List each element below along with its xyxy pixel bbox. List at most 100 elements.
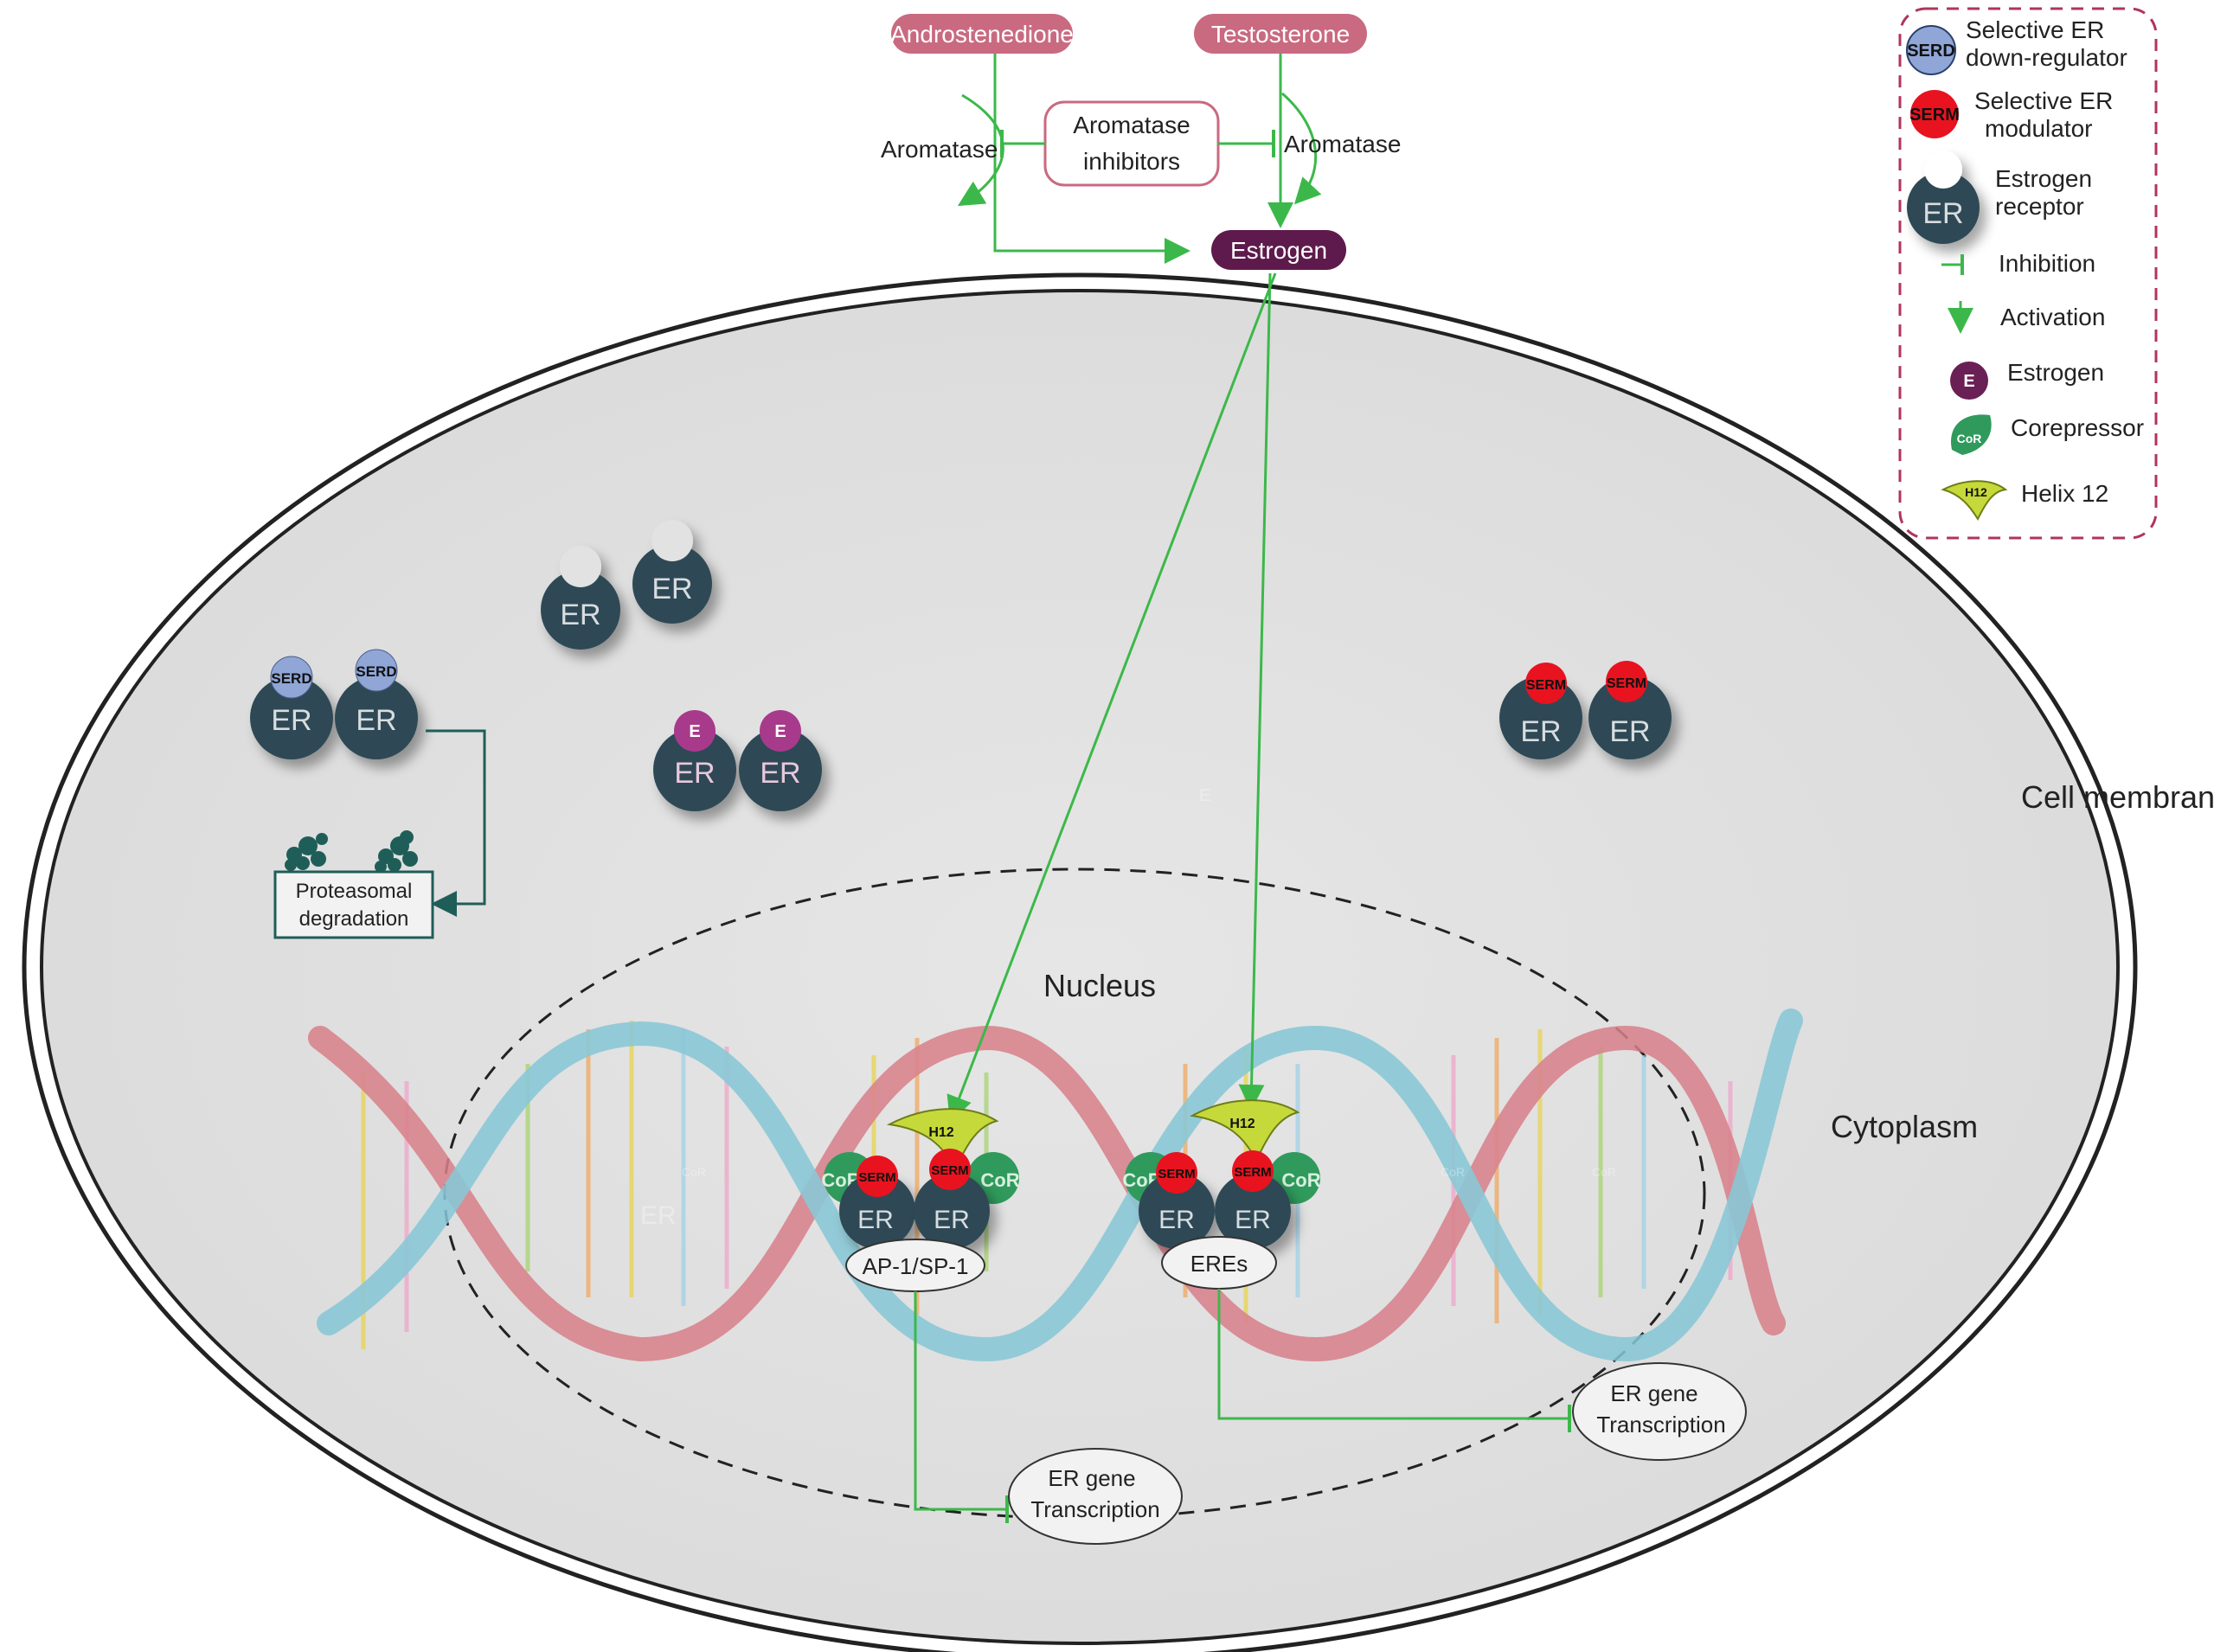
estrogen-pill [1211,230,1346,270]
cell [22,272,2138,1652]
estrogen-chip: E [774,722,786,741]
er-receptor [1499,676,1582,759]
degradation-fragments-right [375,830,418,873]
androstenedione-label: Androstenedione [890,21,1074,48]
aromatase-right-curve [1281,92,1322,205]
legend-er-chip: ER [1922,197,1963,230]
legend-inhibition-label: Inhibition [1999,250,2095,277]
transcription-right-line1: ER gene [1610,1380,1697,1406]
transcription-right-line2: Transcription [1596,1412,1725,1437]
er-receptor [739,728,822,811]
androstenedione-pill [891,14,1073,54]
er-label: ER [674,757,715,790]
testosterone-pill [1194,14,1367,54]
free-er-dimer: ER ER [541,520,712,650]
er-label: ER [1235,1206,1271,1234]
estrogen-ligand [760,710,801,752]
transcription-left-line2: Transcription [1030,1496,1159,1522]
cytoplasm-label: Cytoplasm [1831,1109,1978,1144]
ap1-inhibition-line [914,1291,1007,1511]
legend-corepressor-label: Corepressor [2011,414,2144,441]
estrogen-to-eres-arrow [1238,272,1272,1111]
eres-complex: H12 CoR CoR SERM ER SERM ER EREs [1122,1099,1321,1290]
faint-cor-2: CoR [1441,1165,1465,1179]
serm-chip: SERM [1607,676,1646,691]
serd-ligand [355,649,398,692]
testosterone-label: Testosterone [1211,21,1350,48]
er-label: ER [1158,1206,1195,1234]
legend-helix-label: Helix 12 [2021,480,2108,507]
legend-corepressor-chip: CoR [1957,432,1982,445]
estrogen-chip: E [689,722,700,741]
er-label: ER [560,599,600,631]
serm-ligand [1606,661,1647,702]
er-receptor [839,1173,915,1249]
steroid-synthesis: Androstenedione Testosterone Aromatase i… [881,14,1401,1123]
eres-label: EREs [1190,1251,1248,1277]
serd-chip: SERD [271,670,311,687]
er-label: ER [1609,715,1650,748]
faint-labels: E ER CoR CoR CoR [640,786,1616,1230]
er-label: ER [857,1206,894,1234]
serm-chip: SERM [1158,1167,1195,1181]
legend: SERD Selective ER down-regulator SERM Se… [1898,7,2158,540]
legend-corepressor-icon [1951,414,1992,455]
ap1-complex: H12 CoR CoR SERM ER SERM ER AP-1/SP-1 [821,1108,1020,1292]
aromatase-left-label: Aromatase [881,136,998,163]
serd-er-dimer: SERD ER SERD ER [250,649,486,917]
legend-serm-line2: modulator [1985,115,2093,142]
legend-box [1898,7,2158,540]
helix12-right [1189,1099,1300,1163]
androstenedione-to-estrogen-arrow [993,54,1190,264]
legend-serm-chip: SERM [1909,106,1960,125]
cell-membrane-outer [22,272,2138,1652]
degradation-line2: degradation [299,907,409,931]
serm-chip: SERM [931,1163,968,1178]
faint-er: ER [640,1201,677,1230]
legend-activation-label: Activation [2000,304,2105,330]
serd-to-degradation-arrow [426,729,486,917]
serm-ligand [1232,1150,1274,1192]
er-label: ER [760,757,800,790]
transcription-left-line1: ER gene [1048,1465,1135,1491]
transcription-left-bubble [1008,1448,1183,1545]
serm-chip: SERM [1526,678,1566,693]
legend-serm-line1: Selective ER [1974,87,2113,114]
er-label: ER [271,704,311,737]
er-receptor [1215,1173,1291,1249]
eres-inhibition-line [1217,1289,1569,1420]
legend-er-line2: receptor [1995,193,2084,220]
faint-e: E [1199,786,1210,805]
serm-ligand [857,1156,898,1197]
er-receptor [653,728,736,811]
proteasomal-degradation: Proteasomal degradation [273,830,434,939]
aromatase-inhibitors-line1: Aromatase [1073,112,1190,138]
faint-cor-3: CoR [1592,1165,1616,1179]
er-label: ER [651,573,692,605]
serm-er-dimer: SERM ER SERM ER [1499,661,1672,759]
faint-cor-1: CoR [682,1165,706,1179]
dna-strand-pink [308,1025,1786,1362]
legend-serd-icon [1906,25,1956,75]
transcription-right-bubble [1572,1362,1747,1461]
legend-er-line1: Estrogen [1995,165,2092,192]
er-receptor [250,676,333,759]
legend-estrogen-icon [1950,362,1988,400]
legend-serd-line1: Selective ER [1966,16,2104,43]
degradation-line1: Proteasomal [296,880,413,903]
estrogen-to-ap1-arrow [947,272,1277,1123]
legend-helix-chip: H12 [1965,485,1987,499]
helix12-right-chip: H12 [1229,1117,1255,1131]
legend-estrogen-chip: E [1963,372,1974,391]
serd-chip: SERD [356,663,396,680]
legend-er-icon [1907,150,1980,244]
serd-ligand [270,656,313,699]
aromatase-right-label: Aromatase [1284,131,1401,157]
degradation-fragments-left [285,833,328,871]
legend-serm-icon [1910,90,1959,138]
estrogen-ligand [674,710,716,752]
er-label: ER [356,704,396,737]
aromatase-left-curve [957,93,1004,207]
serm-chip: SERM [1234,1165,1271,1180]
